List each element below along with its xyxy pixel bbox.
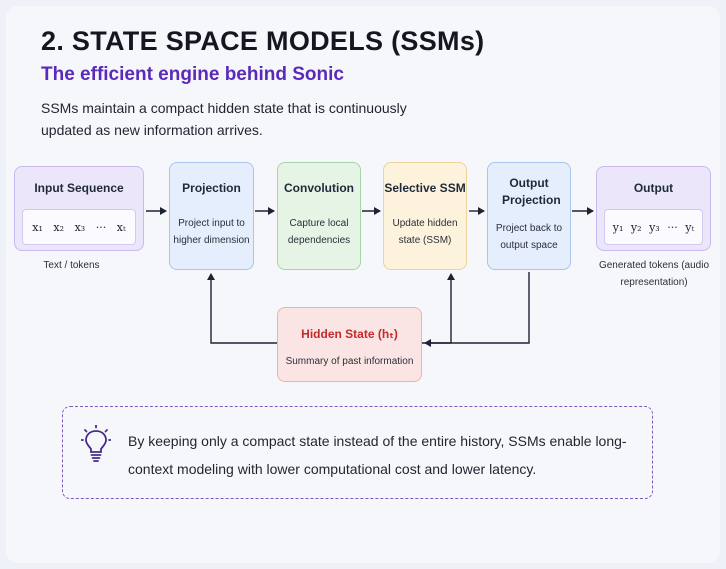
input-sequence-title: Input Sequence [34, 181, 124, 195]
output-title: Output [633, 181, 674, 195]
projection-desc: Project input to higher dimension [173, 218, 250, 246]
projection-box: Projection Project input to higher dimen… [169, 162, 254, 270]
input-caption: Text / tokens [43, 260, 100, 271]
input-token: x₁ [32, 220, 43, 234]
selective-ssm-box: Selective SSM Update hidden state (SSM) [383, 162, 467, 270]
output-token: y₂ [630, 220, 642, 234]
input-token: xₜ [116, 220, 126, 234]
note-text: By keeping only a compact state instead … [128, 433, 627, 477]
convolution-box: Convolution Capture local dependencies [277, 162, 361, 270]
hidden-state-title: Hidden State (hₜ) [301, 327, 398, 341]
page-title: 2. STATE SPACE MODELS (SSMs) [41, 26, 485, 56]
output-token: yₜ [685, 220, 695, 234]
output-projection-box: Output Projection Project back to output… [487, 162, 571, 270]
output-token: y₃ [649, 220, 660, 234]
output-projection-title: Output Projection [502, 176, 561, 207]
output-box: Output y₁ y₂ y₃ ··· yₜ [596, 166, 711, 251]
selective-ssm-desc: Update hidden state (SSM) [392, 218, 458, 246]
output-projection-desc: Project back to output space [495, 223, 563, 251]
input-token: ··· [95, 220, 107, 234]
output-token-list: y₁ y₂ y₃ ··· yₜ [604, 209, 703, 245]
input-token: x₃ [74, 220, 86, 234]
input-token: x₂ [53, 220, 65, 234]
lightbulb-icon [81, 425, 111, 462]
arrow-hidden-to-projection [207, 273, 277, 344]
output-token: ··· [667, 220, 678, 234]
key-insight-note: By keeping only a compact state instead … [62, 406, 653, 499]
page-description: SSMs maintain a compact hidden state tha… [41, 100, 407, 138]
output-caption: Generated tokens (audio representation) [598, 260, 710, 288]
convolution-title: Convolution [284, 181, 354, 195]
convolution-desc: Capture local dependencies [287, 218, 351, 246]
hidden-state-box: Hidden State (hₜ) Summary of past inform… [277, 307, 422, 382]
hidden-state-desc: Summary of past information [285, 356, 414, 367]
input-sequence-box: Input Sequence x₁ x₂ x₃ ··· xₜ [14, 166, 144, 251]
output-token: y₁ [612, 220, 624, 234]
page-subtitle: The efficient engine behind Sonic [41, 64, 344, 85]
selective-ssm-title: Selective SSM [384, 181, 466, 195]
input-token-list: x₁ x₂ x₃ ··· xₜ [22, 209, 136, 245]
arrow-outproj-to-hidden [424, 272, 530, 347]
projection-title: Projection [182, 181, 241, 195]
